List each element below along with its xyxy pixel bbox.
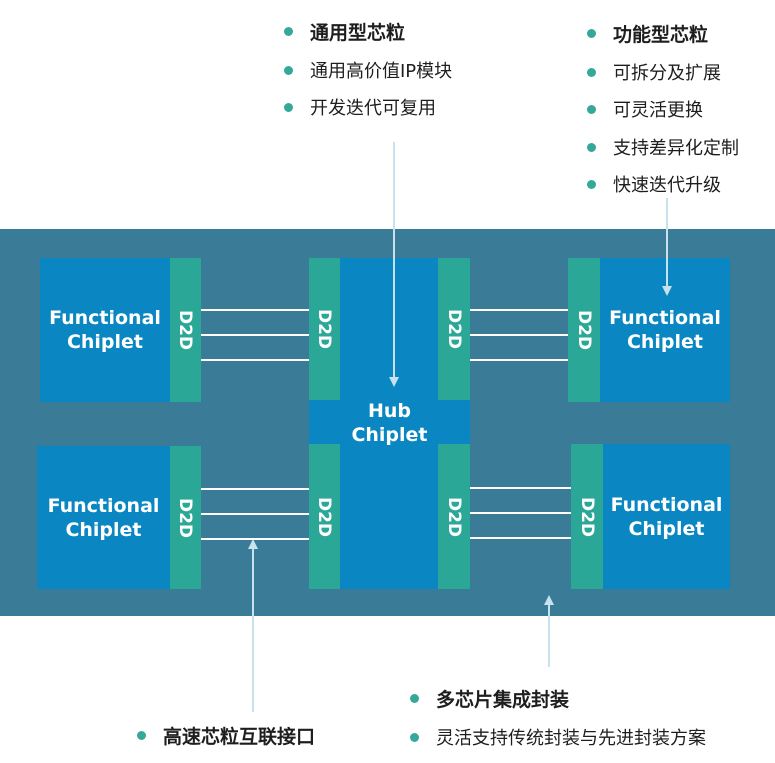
functional-chiplet-bottom-left: Functional Chiplet — [37, 446, 170, 589]
functional-chiplet-label-line1: Functional — [610, 493, 723, 516]
general-chiplet-item-text: 通用高价值IP模块 — [310, 61, 453, 82]
functional-chiplet-label-line1: Functional — [47, 494, 160, 517]
d2d-label: D2D — [175, 309, 196, 351]
hub-chiplet-label: Hub Chiplet — [309, 399, 470, 447]
functional-chiplet-item-text: 支持差异化定制 — [613, 138, 739, 159]
hub-chiplet-label-line1: Hub — [367, 400, 412, 422]
d2d-interface: D2D — [568, 258, 600, 402]
arrow-down-icon — [389, 377, 399, 387]
interconnect-wire — [201, 513, 309, 515]
functional-chiplet-top-right: Functional Chiplet — [600, 258, 730, 402]
bullet-icon — [587, 104, 596, 114]
interconnect-wire — [470, 309, 568, 311]
interconnect-wire — [470, 487, 571, 489]
d2d-label: D2D — [574, 309, 594, 351]
general-chiplet-item-text: 开发迭代可复用 — [310, 98, 436, 119]
packaging-title: 多芯片集成封装 — [410, 685, 569, 712]
bullet-icon — [587, 29, 596, 38]
interconnect-wire — [470, 334, 568, 336]
interconnect-wire — [201, 309, 309, 311]
bullet-icon — [587, 179, 596, 189]
packaging-item: 灵活支持传统封装与先进封装方案 — [410, 724, 706, 750]
d2d-label: D2D — [314, 496, 335, 537]
functional-chiplet-item: 快速迭代升级 — [587, 171, 721, 197]
interconnect-title-text: 高速芯粒互联接口 — [163, 726, 316, 748]
functional-chiplet-label-line1: Functional — [609, 307, 721, 329]
functional-chiplet-label-line2: Chiplet — [626, 331, 704, 353]
bullet-icon — [284, 102, 293, 112]
functional-chiplet-item: 可拆分及扩展 — [587, 59, 721, 85]
functional-chiplet-label-line2: Chiplet — [628, 517, 705, 540]
packaging-item-text: 灵活支持传统封装与先进封装方案 — [436, 728, 706, 749]
functional-chiplet-title: 功能型芯粒 — [587, 20, 708, 47]
functional-chiplet-bottom-right: Functional Chiplet — [603, 444, 730, 589]
connector-line — [393, 142, 395, 378]
d2d-label: D2D — [314, 308, 335, 350]
general-chiplet-title: 通用型芯粒 — [284, 18, 405, 45]
functional-chiplet-item: 支持差异化定制 — [587, 134, 739, 160]
d2d-interface: D2D — [170, 446, 201, 589]
arrow-up-icon — [544, 595, 554, 605]
bullet-icon — [587, 142, 596, 152]
d2d-interface: D2D — [438, 258, 470, 400]
interconnect-wire — [470, 512, 571, 514]
bullet-icon — [587, 67, 596, 77]
d2d-label: D2D — [175, 497, 196, 538]
bullet-icon — [410, 732, 419, 742]
bullet-icon — [410, 694, 419, 703]
connector-line — [252, 549, 254, 712]
general-chiplet-item: 开发迭代可复用 — [284, 94, 436, 120]
functional-chiplet-label-line2: Chiplet — [65, 518, 142, 541]
d2d-interface: D2D — [309, 258, 340, 400]
hub-chiplet-label-line2: Chiplet — [351, 424, 428, 446]
functional-chiplet-label-line1: Functional — [49, 307, 161, 329]
functional-chiplet-top-left: Functional Chiplet — [40, 258, 170, 402]
interconnect-title: 高速芯粒互联接口 — [137, 722, 315, 749]
d2d-interface: D2D — [170, 258, 201, 402]
bullet-icon — [137, 731, 146, 740]
arrow-up-icon — [248, 539, 258, 549]
functional-chiplet-title-text: 功能型芯粒 — [613, 24, 709, 46]
d2d-interface: D2D — [571, 444, 603, 589]
d2d-interface: D2D — [309, 444, 340, 589]
connector-line — [666, 198, 668, 286]
d2d-label: D2D — [444, 496, 464, 537]
interconnect-wire — [470, 537, 571, 539]
d2d-interface: D2D — [438, 444, 470, 589]
d2d-label: D2D — [444, 308, 464, 350]
bullet-icon — [284, 65, 293, 75]
functional-chiplet-item: 可灵活更换 — [587, 96, 703, 122]
d2d-label: D2D — [577, 496, 597, 537]
arrow-down-icon — [662, 286, 672, 296]
interconnect-wire — [470, 359, 568, 361]
connector-line — [548, 605, 550, 667]
functional-chiplet-item-text: 可灵活更换 — [613, 100, 703, 121]
interconnect-wire — [201, 488, 309, 490]
functional-chiplet-item-text: 快速迭代升级 — [613, 175, 721, 196]
functional-chiplet-item-text: 可拆分及扩展 — [613, 63, 721, 84]
interconnect-wire — [201, 359, 309, 361]
packaging-title-text: 多芯片集成封装 — [436, 689, 570, 711]
general-chiplet-item: 通用高价值IP模块 — [284, 57, 452, 83]
functional-chiplet-label-line2: Chiplet — [66, 331, 144, 353]
general-chiplet-title-text: 通用型芯粒 — [310, 22, 406, 44]
bullet-icon — [284, 27, 293, 36]
interconnect-wire — [201, 334, 309, 336]
